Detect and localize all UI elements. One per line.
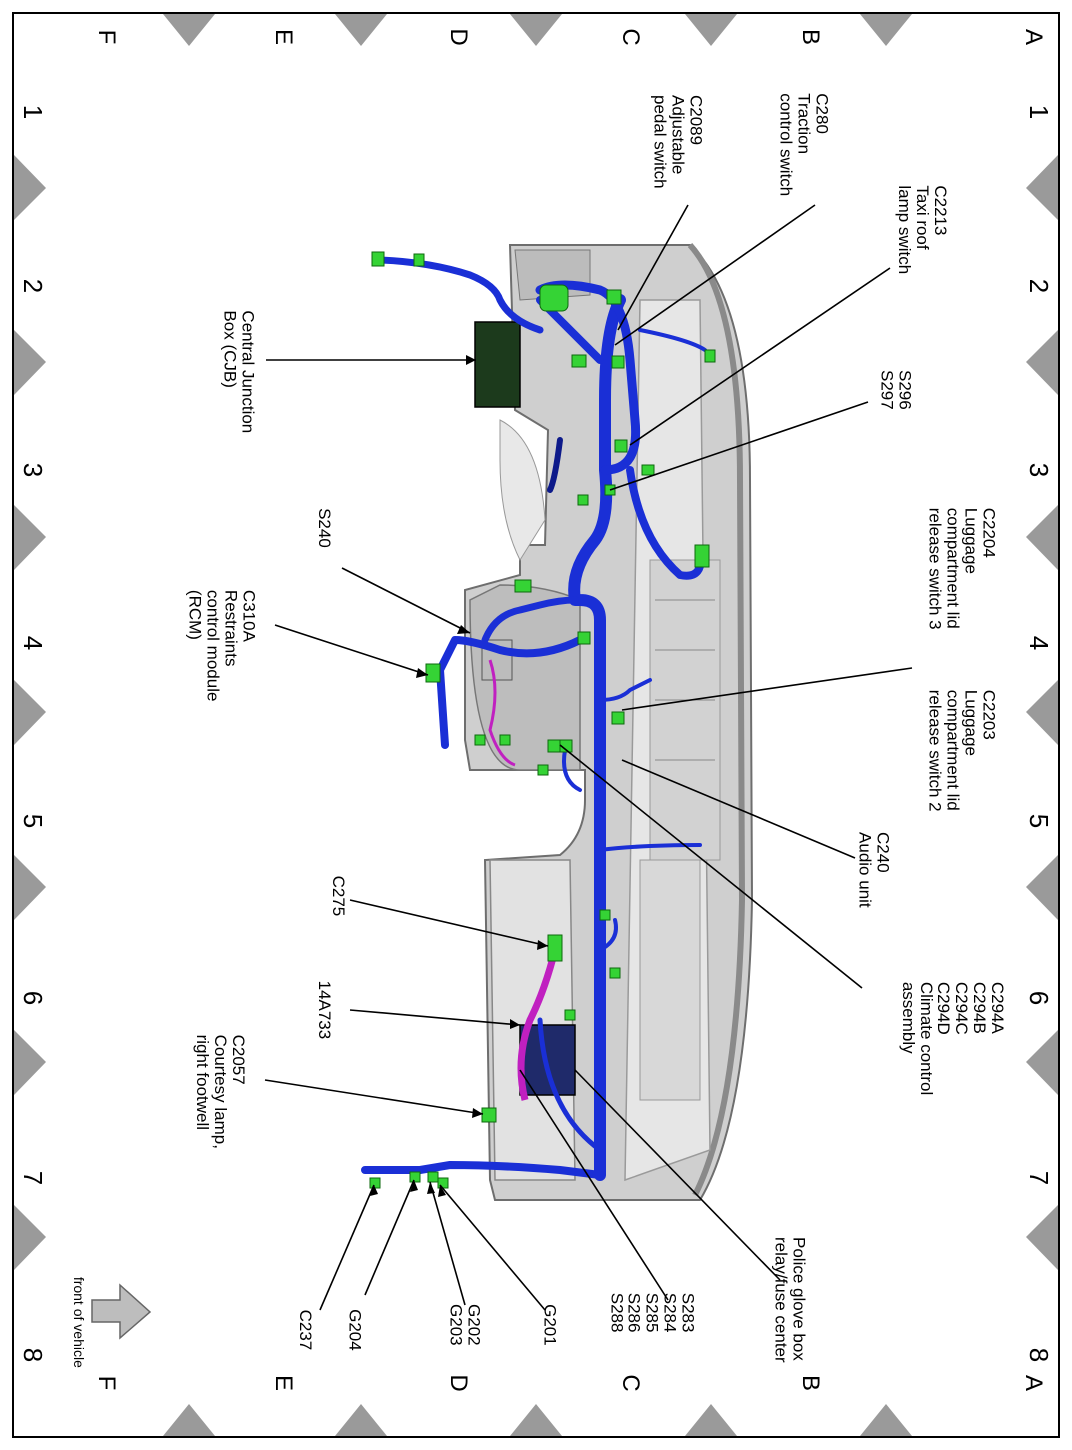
grid-number-left-7: 7 — [18, 1170, 48, 1186]
label-g201: G201 — [540, 1304, 560, 1346]
grid-letter-bottom-e: E — [270, 1374, 297, 1391]
grid-number-left-8: 8 — [18, 1347, 48, 1363]
grid-number-right-8: 8 — [1024, 1347, 1054, 1363]
grid-letter-bottom-d: D — [445, 1374, 472, 1392]
grid-letter-bottom-f: F — [93, 1375, 120, 1391]
grid-letter-top-b: B — [797, 28, 824, 45]
label-c294-climate-control-assembly: C294A C294B C294C C294D Climate control … — [898, 981, 1007, 1095]
grid-letter-top-a: A — [1020, 28, 1047, 45]
grid-number-right-6: 6 — [1024, 990, 1054, 1006]
front-arrow-icon — [91, 1283, 152, 1340]
label-s240: S240 — [314, 508, 334, 548]
label-c2204-luggage-lid-switch-3: C2204 Luggage compartment lid release sw… — [926, 507, 999, 630]
central-junction-box — [474, 321, 521, 408]
label-g202-g203: G202 G203 — [446, 1304, 484, 1346]
grid-number-right-7: 7 — [1024, 1170, 1054, 1186]
label-14a733: 14A733 — [314, 980, 334, 1040]
label-s296-s297: S296 S297 — [877, 369, 915, 410]
grid-letter-bottom-c: C — [617, 1374, 644, 1392]
label-c2057-courtesy-lamp: C2057 Courtesy lamp, right footwell — [193, 1034, 248, 1149]
instrument-panel — [464, 242, 754, 1201]
label-central-junction-box: Central Junction Box (CJB) — [219, 310, 257, 434]
label-c237: C237 — [295, 1309, 315, 1351]
label-police-glove-box-relay-fuse-center: Police glove box relay/fuse center — [771, 1237, 809, 1363]
label-c310a-restraints-control-module: C310A Restraints control module (RCM) — [185, 589, 259, 701]
connectors — [369, 251, 716, 1189]
grid-number-left-4: 4 — [18, 635, 48, 651]
grid-letter-top-c: C — [617, 28, 644, 46]
grid-letter-bottom-a: A — [1020, 1374, 1047, 1391]
border-markers — [14, 14, 1058, 1436]
grid-letter-top-e: E — [270, 28, 297, 45]
grid-number-right-5: 5 — [1024, 813, 1054, 829]
grid-letter-top-f: F — [93, 29, 120, 45]
diagram-frame — [12, 12, 1060, 1438]
label-c275: C275 — [328, 875, 348, 917]
grid-number-left-1: 1 — [18, 104, 48, 120]
grid-number-right-2: 2 — [1024, 278, 1054, 294]
label-c240-audio-unit: C240 Audio unit — [855, 832, 893, 908]
grid-letter-top-d: D — [445, 28, 472, 46]
label-front-of-vehicle: front of vehicle — [70, 1276, 87, 1368]
grid-number-left-3: 3 — [18, 462, 48, 478]
leader-arrowheads — [370, 355, 548, 1197]
label-c2089-adjustable-pedal-switch: C2089 Adjustable pedal switch — [650, 94, 706, 189]
label-c2203-luggage-lid-switch-2: C2203 Luggage compartment lid release sw… — [926, 689, 999, 812]
leader-lines — [264, 204, 913, 1311]
label-c2213-taxi-roof-lamp-switch: C2213 Taxi roof lamp switch — [894, 185, 950, 275]
grid-number-right-4: 4 — [1024, 635, 1054, 651]
magenta-branch — [488, 659, 516, 767]
grid-number-left-2: 2 — [18, 278, 48, 294]
harness-14a733 — [517, 949, 559, 1101]
label-s283-s288: S283 S284 S285 S286 S288 — [607, 1292, 698, 1332]
grid-letter-bottom-b: B — [797, 1374, 824, 1391]
grid-number-right-3: 3 — [1024, 462, 1054, 478]
label-g204: G204 — [345, 1309, 365, 1351]
grid-number-left-5: 5 — [18, 813, 48, 829]
grid-number-right-1: 1 — [1024, 104, 1054, 120]
grid-number-left-6: 6 — [18, 990, 48, 1006]
label-c280-traction-control-switch: C280 Traction control switch — [776, 93, 831, 197]
